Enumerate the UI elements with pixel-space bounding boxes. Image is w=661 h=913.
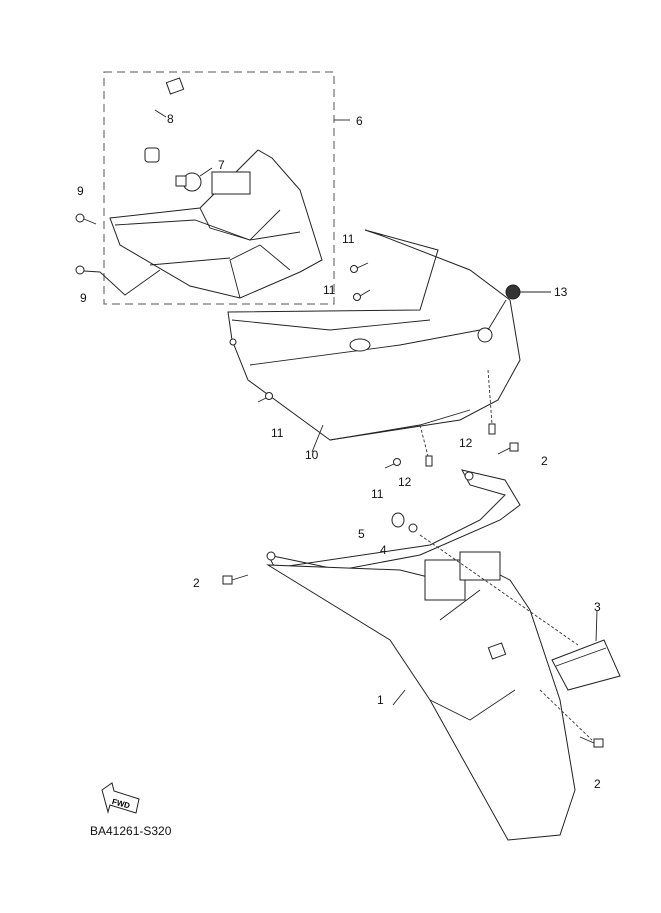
callout-13[interactable]: 13 <box>554 285 568 299</box>
screw-part-9a[interactable] <box>75 213 97 225</box>
tail-light-housing[interactable] <box>109 149 323 299</box>
nut-part-4[interactable] <box>408 523 418 533</box>
callout-12b[interactable]: 12 <box>398 475 412 489</box>
clip-part-12a[interactable] <box>488 423 496 435</box>
leader-10 <box>311 424 324 453</box>
leader-9b <box>99 269 161 296</box>
callout-7[interactable]: 7 <box>218 158 225 172</box>
leader-1 <box>392 689 406 706</box>
callout-1[interactable]: 1 <box>377 693 384 707</box>
callout-9b[interactable]: 9 <box>80 291 87 305</box>
collar-part-5[interactable] <box>391 512 405 528</box>
bulb-part-7[interactable] <box>175 172 202 192</box>
tail-light-assembly-box <box>103 71 335 305</box>
reflector-part-3[interactable] <box>551 639 621 691</box>
screw-part-9b[interactable] <box>75 265 101 275</box>
callout-11b[interactable]: 11 <box>323 283 336 297</box>
bolt-part-2a[interactable] <box>497 442 519 455</box>
callout-11d[interactable]: 11 <box>371 487 384 501</box>
diagram-code: BA41261-S320 <box>90 824 172 838</box>
rear-fender-part-1[interactable] <box>266 469 576 841</box>
callout-2b[interactable]: 2 <box>193 576 200 590</box>
screw-part-11d[interactable] <box>384 458 401 469</box>
wire-harness-part-8[interactable] <box>118 77 185 163</box>
callout-12a[interactable]: 12 <box>459 436 473 450</box>
callout-11c[interactable]: 11 <box>271 426 284 440</box>
fwd-arrow-icon: FWD <box>101 782 140 814</box>
callout-2c[interactable]: 2 <box>594 777 601 791</box>
rear-cowl-part-10[interactable] <box>227 229 521 441</box>
callout-3[interactable]: 3 <box>594 600 601 614</box>
emblem-part-13[interactable] <box>487 284 551 331</box>
callout-11a[interactable]: 11 <box>342 232 355 246</box>
screw-part-11c[interactable] <box>257 392 273 403</box>
callout-6[interactable]: 6 <box>356 114 363 128</box>
screw-part-11b[interactable] <box>353 289 371 301</box>
callout-2a[interactable]: 2 <box>541 454 548 468</box>
callout-4[interactable]: 4 <box>380 543 387 557</box>
screw-part-11a[interactable] <box>350 262 369 273</box>
bolt-part-2c[interactable] <box>579 736 604 748</box>
leader-3 <box>595 610 598 642</box>
callout-8[interactable]: 8 <box>167 112 174 126</box>
callout-10[interactable]: 10 <box>305 448 319 462</box>
callout-9a[interactable]: 9 <box>77 184 84 198</box>
bolt-part-2b[interactable] <box>222 574 249 585</box>
leader-8 <box>154 109 167 118</box>
leader-7 <box>199 167 213 177</box>
callout-5[interactable]: 5 <box>358 527 365 541</box>
clip-part-12b[interactable] <box>425 455 433 467</box>
